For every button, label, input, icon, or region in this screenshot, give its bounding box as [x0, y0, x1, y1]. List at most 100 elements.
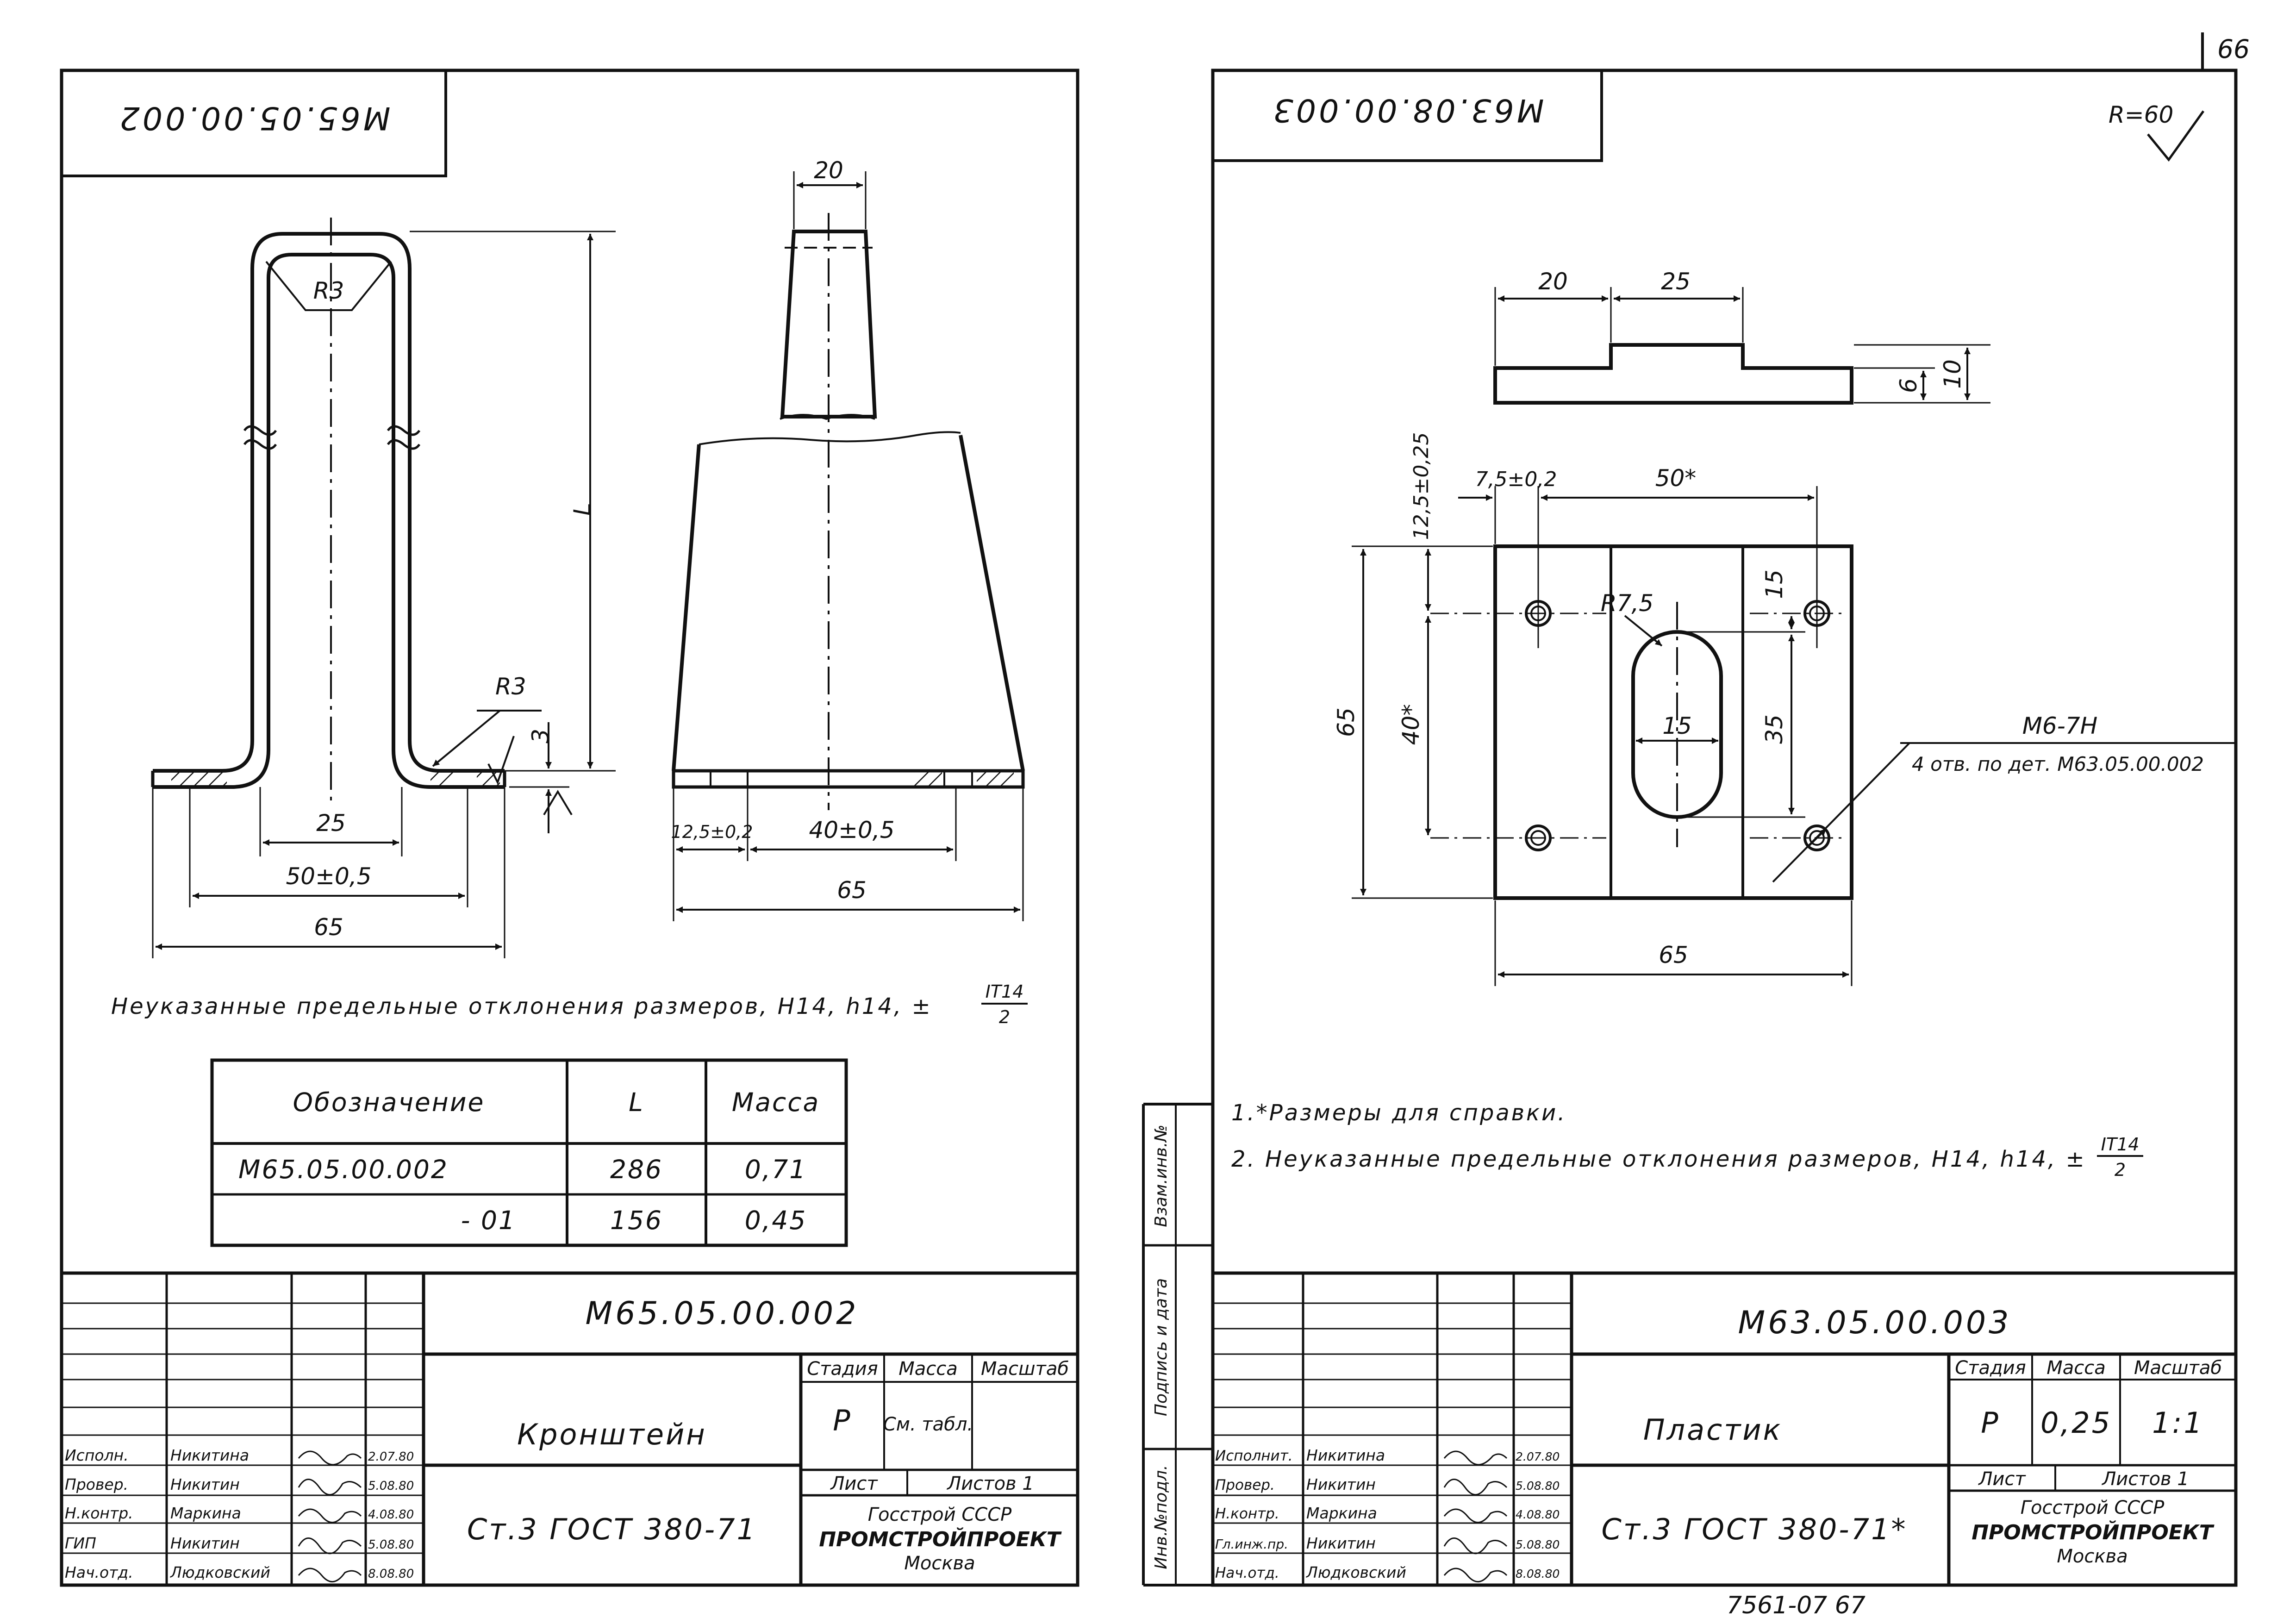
dim-side-65: 65: [837, 877, 867, 904]
right-tb-scale: 1:1: [2152, 1406, 2204, 1440]
left-tb-org2: ПРОМСТРОЙПРОЕКТ: [819, 1527, 1062, 1551]
title-block-cell: 5.08.80: [368, 1538, 414, 1552]
dim-65: 65: [314, 914, 343, 941]
title-block-cell: Людковский: [1306, 1563, 1406, 1581]
right-top-designation: М63.08.00.003: [1271, 92, 1544, 128]
title-block-cell: 5.08.80: [1516, 1538, 1560, 1551]
right-tb-person-row: Нач.отд. Людковский 8.08.80: [1215, 1563, 1560, 1583]
right-side-strip: Взам.инв.№ Подпись и дата Инв.№подл.: [1142, 1103, 1213, 1587]
plate-side-view: 20 25 6 10: [1493, 268, 1990, 405]
right-tb-person-row: Исполнит. Никитина 2.07.80: [1215, 1446, 1560, 1466]
title-block-cell: 8.08.80: [368, 1567, 414, 1581]
title-block-cell: Исполнит.: [1215, 1448, 1293, 1464]
title-block-cell: Никитина: [170, 1446, 249, 1464]
left-note-frac-num: IT14: [986, 981, 1024, 1002]
left-tb-stage: Р: [833, 1404, 852, 1437]
title-block-cell: Провер.: [1215, 1477, 1275, 1493]
dim-L: L: [569, 503, 596, 516]
right-note-1: 1.*Размеры для справки.: [1231, 1100, 1566, 1126]
right-note-frac-den: 2: [2115, 1160, 2126, 1180]
left-tb-sheets-label: Листов 1: [946, 1473, 1034, 1494]
right-tb-mass: 0,25: [2040, 1406, 2112, 1440]
plate-dim-r7: R7,5: [1601, 590, 1653, 617]
dim-r3-top: R3: [313, 277, 344, 304]
plate-dim-65v: 65: [1333, 707, 1360, 737]
title-block-cell: ГИП: [65, 1534, 96, 1552]
right-note-2: 2. Неуказанные предельные отклонения раз…: [1231, 1146, 2086, 1172]
left-top-stamp: [60, 69, 447, 177]
dim-side-12: 12,5±0,2: [671, 822, 753, 842]
left-tb-material: Ст.3 ГОСТ 380-71: [467, 1512, 757, 1546]
title-block-cell: Никитина: [1306, 1446, 1385, 1464]
title-block-cell: 4.08.80: [368, 1508, 414, 1522]
table-row2-designation: - 01: [461, 1206, 516, 1235]
right-tb-scale-label: Масштаб: [2134, 1357, 2222, 1379]
right-tb-stage-label: Стадия: [1955, 1357, 2026, 1379]
right-tb-name: Пластик: [1643, 1413, 1782, 1447]
left-note-frac-den: 2: [999, 1007, 1010, 1027]
right-tb-stage: Р: [1981, 1406, 2000, 1440]
right-tb-sheets-label: Листов 1: [2101, 1468, 2189, 1490]
title-block-cell: 4.08.80: [1516, 1508, 1560, 1521]
table-row1-designation: М65.05.00.002: [238, 1155, 449, 1184]
left-tb-org3: Москва: [904, 1553, 975, 1574]
dim-r3-bottom: R3: [495, 673, 526, 700]
right-tb-sheet-label: Лист: [1978, 1468, 2026, 1490]
title-block-cell: Н.контр.: [1215, 1505, 1279, 1522]
right-note-frac-num: IT14: [2101, 1134, 2140, 1155]
plate-dim-40: 40*: [1398, 704, 1424, 745]
right-tb-org1: Госстрой СССР: [2021, 1497, 2165, 1518]
left-tb-person-row: Провер. Никитин 5.08.80: [65, 1475, 414, 1496]
table-header-l: L: [629, 1087, 644, 1117]
plate-dim-15a: 15: [1761, 569, 1788, 599]
plate-dim-12: 12,5±0,25: [1410, 432, 1433, 540]
plate-dim-10: 10: [1939, 359, 1966, 389]
title-block-cell: 5.08.80: [368, 1479, 414, 1493]
dim-25: 25: [316, 810, 346, 837]
title-block-cell: Маркина: [1306, 1504, 1377, 1522]
left-note: Неуказанные предельные отклонения размер…: [111, 993, 932, 1019]
table-row2-l: 156: [610, 1206, 663, 1235]
table-row2-mass: 0,45: [745, 1206, 807, 1235]
plate-dim-65h: 65: [1659, 942, 1688, 968]
plate-dim-20: 20: [1538, 268, 1568, 295]
strip-label-signature: Подпись и дата: [1152, 1278, 1171, 1416]
left-tb-sheet-label: Лист: [830, 1473, 878, 1494]
title-block-cell: Нач.отд.: [65, 1563, 133, 1581]
right-tb-person-row: Н.контр. Маркина 4.08.80: [1215, 1504, 1560, 1524]
title-block-cell: Исполн.: [65, 1446, 129, 1464]
right-tb-mass-label: Масса: [2046, 1357, 2106, 1379]
left-tb-name: Кронштейн: [517, 1418, 707, 1451]
title-block-cell: Никитин: [1306, 1534, 1376, 1552]
plate-dim-7: 7,5±0,2: [1475, 468, 1557, 491]
left-tb-person-row: Нач.отд. Людковский 8.08.80: [65, 1563, 414, 1583]
table-row1-mass: 0,71: [745, 1155, 807, 1184]
plate-plan-view: 7,5±0,2 50* 12,5±0,25 65 40* 15 35 15 R7: [1333, 432, 2236, 986]
roughness-check-icon: [2147, 110, 2205, 162]
title-block-cell: 8.08.80: [1516, 1567, 1560, 1580]
title-block-cell: Никитин: [170, 1534, 240, 1552]
right-frame: [1211, 69, 2238, 1587]
left-tb-mass-label: Масса: [898, 1358, 958, 1380]
page-number: 66: [2217, 34, 2250, 64]
table-header-mass: Масса: [732, 1087, 820, 1117]
right-tb-person-row: Провер. Никитин 5.08.80: [1215, 1475, 1560, 1496]
plate-dim-50: 50*: [1655, 465, 1697, 492]
right-tb-designation: М63.05.00.003: [1738, 1305, 2012, 1341]
thread-spec: М6-7Н: [2022, 712, 2097, 739]
roughness-label: R=60: [2109, 101, 2173, 128]
table-row1-l: 286: [610, 1155, 663, 1184]
title-block-cell: Н.контр.: [65, 1504, 133, 1522]
title-block-cell: Провер.: [65, 1475, 128, 1493]
left-tb-person-row: Исполн. Никитина 2.07.80: [65, 1446, 414, 1466]
left-tb-person-row: ГИП Никитин 5.08.80: [65, 1534, 414, 1555]
dim-50: 50±0,5: [286, 863, 371, 890]
plate-dim-25: 25: [1661, 268, 1691, 295]
title-block-cell: 2.07.80: [1516, 1450, 1560, 1463]
left-tb-designation: М65.05.00.002: [586, 1295, 859, 1332]
holes-note: 4 отв. по дет. М63.05.00.002: [1912, 753, 2204, 775]
left-frame: [60, 69, 1079, 1587]
right-tb-org3: Москва: [2057, 1546, 2128, 1567]
left-sheet: М65.05.00.002 R3 R3 L: [60, 69, 1079, 1587]
left-title-block: М65.05.00.002 Кронштейн Ст.3 ГОСТ 380-71…: [62, 1271, 1078, 1585]
